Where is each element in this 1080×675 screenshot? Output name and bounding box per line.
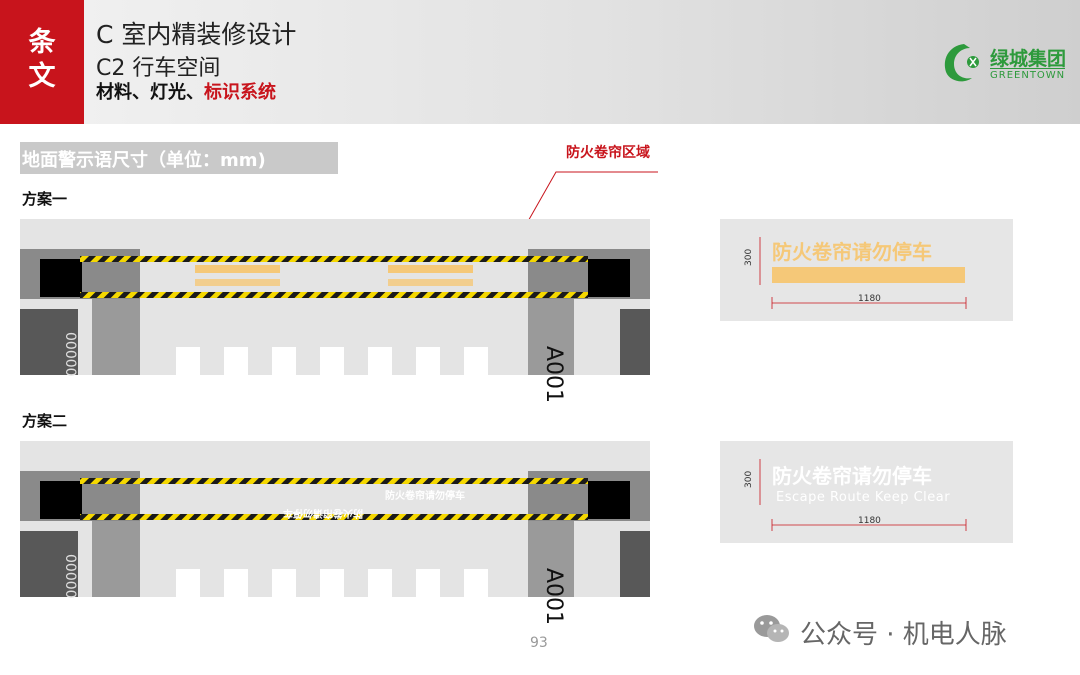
plan2-spec-panel [720, 441, 1013, 543]
page-subtitle: C2 行车空间 [96, 56, 221, 81]
plan1-width-dim: 1180 [858, 294, 881, 304]
chapter-tag: 条 文 [0, 0, 84, 124]
plan1-spec-text: 防火卷帘请勿停车 [772, 240, 932, 264]
plan2-floor-scene [20, 441, 650, 597]
section-title: 地面警示语尺寸（单位：mm) [22, 150, 266, 171]
page-title: C 室内精装修设计 [96, 20, 297, 49]
plan2-floor-text: 防火卷帘请勿停车 [385, 491, 465, 502]
plan1-spec-subtext-bar [772, 267, 965, 283]
breadcrumb: 材料、灯光、标识系统 [96, 78, 276, 104]
section-title-bar [20, 142, 338, 174]
page-number: 93 [530, 635, 548, 651]
header-banner [0, 0, 1080, 124]
chapter-tag-bottom: 文 [28, 61, 56, 92]
plan1-side-code: 00000 [62, 332, 78, 377]
plan2-side-code: 00000 [62, 554, 78, 599]
plan2-width-dim: 1180 [858, 516, 881, 526]
logo-en: GREENTOWN [990, 68, 1066, 81]
logo-name: 绿城集团 [990, 48, 1067, 70]
plan1-space-code: A001 [541, 346, 566, 404]
plan1-dimension-lines [759, 237, 967, 309]
plan2-spec-text-en: Escape Route Keep Clear [776, 490, 951, 505]
breadcrumb-highlight: 标识系统 [204, 82, 276, 103]
plan2-label: 方案二 [22, 412, 68, 430]
plan2-height-dim: 300 [744, 470, 754, 488]
plan1-height-dim: 300 [744, 248, 754, 266]
plan2-space-code: A001 [541, 568, 566, 626]
callout-label: 防火卷帘区域 [566, 145, 650, 161]
plan1-label: 方案一 [22, 190, 68, 208]
wechat-icon [754, 615, 789, 642]
chapter-tag-top: 条 [28, 27, 56, 58]
watermark-text: 公众号 · 机电人脉 [800, 620, 1007, 650]
greentown-logo-icon [944, 44, 979, 82]
breadcrumb-prefix: 材料、灯光、 [96, 82, 204, 103]
plan2-spec-text: 防火卷帘请勿停车 [772, 464, 932, 488]
plan2-dimension-lines [759, 459, 967, 531]
plan2-floor-text-flipped: 防火卷帘请勿停车 [283, 507, 363, 518]
plan1-floor-scene [20, 219, 650, 375]
